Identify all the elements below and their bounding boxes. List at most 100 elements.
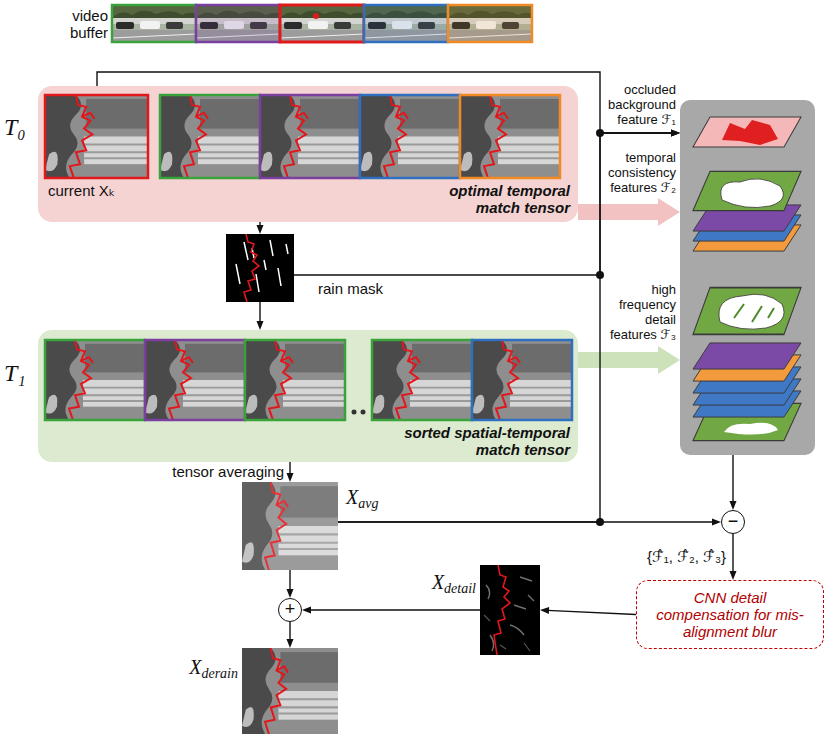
ellipsis-dot — [361, 410, 366, 415]
occlusion-blob — [722, 120, 778, 145]
connector-line — [732, 534, 733, 573]
process-box: CNN detail compensation for mis-alignmen… — [636, 580, 824, 649]
frame-border — [145, 340, 245, 420]
label-holder: video buffer — [56, 7, 108, 41]
connector — [730, 534, 737, 580]
node-label: T₁ — [4, 360, 34, 386]
patch-frame — [45, 95, 148, 178]
frame-border — [360, 95, 460, 178]
connector — [302, 607, 480, 614]
connector-line — [732, 455, 733, 503]
label-holder: T₀ — [4, 114, 34, 140]
junction-dots — [596, 129, 604, 526]
frame-border — [460, 95, 560, 178]
node-label: sorted spatial-temporal match tensor — [380, 424, 570, 458]
video-frame — [112, 5, 196, 42]
connector-line — [289, 570, 290, 591]
frame-border — [280, 5, 364, 42]
patch-frame — [45, 340, 145, 420]
image-label: X — [346, 486, 358, 508]
video-frame — [196, 5, 280, 42]
label-holder: Xderain — [164, 656, 238, 682]
feature-blob — [719, 294, 784, 329]
frame-border — [112, 5, 196, 42]
rain-mask-image — [226, 234, 294, 302]
frame-border — [245, 340, 345, 420]
node-label: CNN detail compensation for mis-alignmen… — [645, 589, 815, 640]
connector — [730, 455, 737, 510]
label-holder: high frequency detail features ℱ₃ — [602, 282, 676, 342]
detail-strokes — [734, 304, 774, 322]
arrowhead — [287, 639, 294, 648]
ellipsis-dot — [352, 410, 357, 415]
subscript-label: avg — [358, 496, 378, 511]
feature-layer — [693, 117, 801, 147]
edge-label: tensor averaging — [165, 463, 284, 480]
connector — [578, 346, 680, 374]
video-frame — [364, 5, 448, 42]
node-label: rain mask — [318, 280, 408, 297]
node-label: video buffer — [56, 7, 108, 41]
frame-border — [160, 95, 260, 178]
frame-border — [196, 5, 280, 42]
frame-border — [364, 5, 448, 42]
connector — [540, 607, 636, 615]
arrowhead — [287, 589, 294, 598]
image-label: X — [189, 656, 201, 678]
connector-line — [578, 352, 662, 368]
node-label: + — [279, 599, 301, 620]
frame-border — [448, 5, 532, 42]
label-holder: temporal consistency features ℱ₂ — [602, 150, 676, 195]
connector-line — [309, 609, 480, 610]
patch-frame — [372, 340, 472, 420]
feature-blob — [721, 179, 784, 208]
detail-image — [480, 565, 540, 655]
video-buffer-frames — [112, 5, 532, 42]
arrowhead — [540, 607, 549, 614]
operator-circle: − — [721, 510, 745, 534]
node-label: temporal consistency features ℱ₂ — [602, 150, 676, 195]
patch-frame — [472, 340, 572, 420]
frame-border — [45, 95, 148, 178]
label-holder: Xavg — [346, 486, 426, 512]
connector-line — [289, 462, 290, 475]
frame-border — [472, 340, 572, 420]
subscript-label: detail — [444, 581, 476, 596]
node-label: high frequency detail features ℱ₃ — [602, 282, 676, 342]
feature-layer — [693, 343, 801, 369]
blur-veil — [242, 482, 338, 570]
label-holder: rain mask — [318, 280, 408, 297]
node-label: − — [722, 511, 744, 532]
label-holder: occluded background feature ℱ₁ — [602, 82, 676, 127]
frame-marker — [313, 13, 319, 19]
arrowhead — [302, 607, 311, 614]
patch-frame — [260, 95, 360, 178]
node-label: optimal temporal match tensor — [420, 182, 570, 216]
connector — [287, 462, 294, 482]
arrowhead — [257, 225, 264, 234]
feature-stacks — [693, 117, 801, 441]
node-label: occluded background feature ℱ₁ — [602, 82, 676, 127]
label-holder: sorted spatial-temporal match tensor — [380, 424, 570, 458]
arrowhead — [712, 519, 721, 526]
feature-layer — [693, 171, 801, 210]
arrowhead — [730, 501, 737, 510]
junction-dot — [596, 271, 604, 279]
junction-dot — [596, 129, 604, 137]
arrowhead — [671, 130, 680, 137]
label-holder: T₁ — [4, 360, 34, 386]
node-label: current Xₖ — [48, 182, 188, 199]
connector-line — [259, 302, 260, 323]
connector-line — [578, 204, 662, 220]
connector — [287, 570, 294, 598]
arrowhead — [671, 130, 680, 137]
patch-frame — [460, 95, 560, 178]
connector — [287, 622, 294, 648]
arrowhead — [730, 571, 737, 580]
connector — [578, 198, 680, 226]
operator-circle: + — [278, 598, 302, 622]
video-frame — [280, 5, 364, 42]
arrowhead — [287, 473, 294, 482]
connector — [257, 222, 264, 234]
patch-frame — [360, 95, 460, 178]
